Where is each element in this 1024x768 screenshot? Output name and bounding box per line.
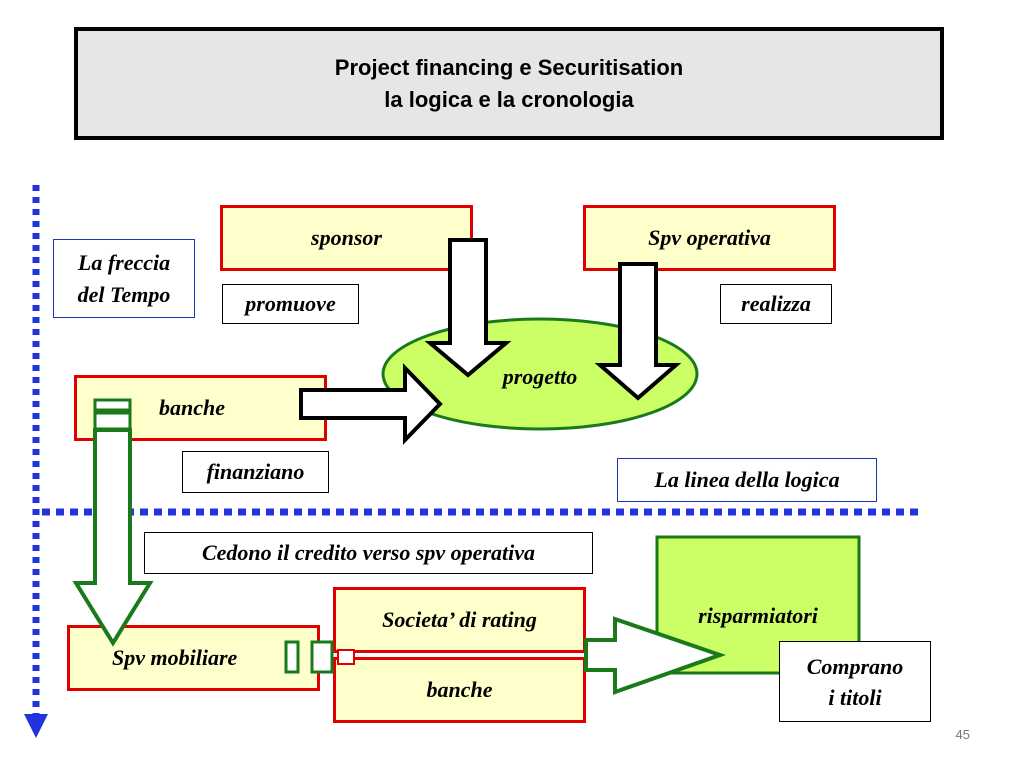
- time-arrow-head: [24, 714, 48, 738]
- freccia-tempo-note: La freccia del Tempo: [53, 239, 195, 318]
- freccia-tempo-line-1: La freccia: [77, 249, 171, 275]
- spv-mobiliare-connector-3: [337, 649, 355, 665]
- realizza-note: realizza: [720, 284, 832, 324]
- promuove-note: promuove: [222, 284, 359, 324]
- sponsor-down-arrow: [424, 238, 512, 378]
- comprano-line-2: i titoli: [828, 684, 882, 710]
- progetto-label: progetto: [502, 364, 578, 389]
- risparmiatori-label: risparmiatori: [698, 603, 818, 628]
- banche-connector-top: [93, 398, 132, 412]
- title-line-1: Project financing e Securitisation: [334, 54, 684, 80]
- spv-operativa-box: Spv operativa: [583, 205, 836, 271]
- sponsor-box: sponsor: [220, 205, 473, 271]
- societa-rating-box: Societa’ di rating: [333, 587, 586, 653]
- sponsor-label: sponsor: [311, 225, 382, 250]
- banche-right-arrow: [299, 363, 443, 445]
- spv-operativa-down-arrow: [594, 262, 682, 401]
- linea-logica-label: La linea della logica: [654, 467, 840, 492]
- comprano-line-1: Comprano: [806, 653, 904, 679]
- linea-logica-note: La linea della logica: [617, 458, 877, 502]
- spv-mobiliare-connector-2: [310, 640, 334, 674]
- spv-mobiliare-connector-1: [284, 640, 300, 674]
- societa-rating-label: Societa’ di rating: [382, 607, 537, 632]
- banche-bottom-label: banche: [426, 677, 493, 702]
- freccia-tempo-line-2: del Tempo: [77, 281, 171, 307]
- spv-mobiliare-label: Spv mobiliare: [112, 645, 238, 670]
- cedono-note: Cedono il credito verso spv operativa: [144, 532, 593, 574]
- title-box: Project financing e Securitisation la lo…: [74, 27, 944, 140]
- cedono-label: Cedono il credito verso spv operativa: [201, 540, 535, 565]
- promuove-label: promuove: [245, 291, 336, 316]
- collocamento-right-arrow: [584, 616, 727, 695]
- comprano-note: Comprano i titoli: [779, 641, 931, 722]
- banche-top-label: banche: [159, 395, 225, 420]
- finanziano-label: finanziano: [206, 459, 305, 484]
- title-line-2: la logica e la cronologia: [384, 86, 634, 112]
- realizza-label: realizza: [741, 291, 811, 316]
- banche-connector-bottom: [93, 411, 132, 431]
- finanziamento-down-arrow: [72, 428, 154, 647]
- banche-bottom-box: banche: [333, 657, 586, 723]
- spv-operativa-label: Spv operativa: [648, 225, 771, 250]
- finanziano-note: finanziano: [182, 451, 329, 493]
- page-number: 45: [955, 727, 970, 742]
